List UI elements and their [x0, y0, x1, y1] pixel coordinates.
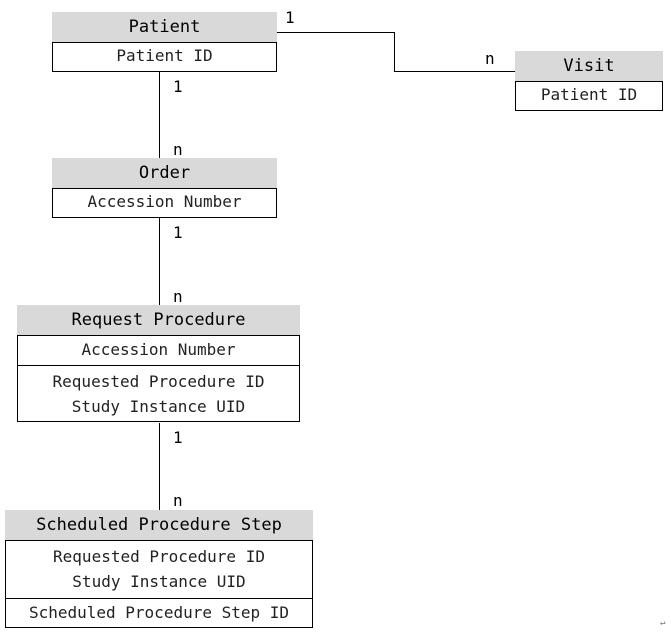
entity-name: Scheduled Procedure Step	[5, 510, 313, 540]
attribute: Study Instance UID	[72, 572, 246, 591]
entity-attributes: Accession Number	[52, 188, 277, 218]
attribute: Patient ID	[116, 46, 213, 65]
return-mark-icon: ↵	[660, 618, 666, 628]
cardinality-label: 1	[285, 8, 295, 27]
connector-patient-visit	[394, 71, 515, 72]
entity-attributes: Accession Number Requested Procedure ID …	[17, 335, 300, 422]
cardinality-label: n	[173, 140, 183, 159]
entity-name: Visit	[515, 51, 663, 81]
attribute: Study Instance UID	[71, 397, 246, 416]
cardinality-label: n	[485, 49, 495, 68]
entity-name: Order	[52, 158, 277, 188]
connector-patient-order	[159, 72, 160, 158]
attribute: Accession Number	[87, 192, 242, 211]
cardinality-label: n	[173, 491, 183, 510]
connector-order-request-procedure	[159, 218, 160, 305]
entity-name: Patient	[52, 12, 277, 42]
cardinality-label: 1	[173, 428, 183, 447]
attribute-row: Requested Procedure ID Study Instance UI…	[6, 541, 312, 598]
entity-name: Request Procedure	[17, 305, 300, 335]
entity-patient: Patient Patient ID	[52, 12, 277, 72]
cardinality-label: 1	[173, 223, 183, 242]
cardinality-label: 1	[173, 77, 183, 96]
entity-visit: Visit Patient ID	[515, 51, 663, 111]
entity-attributes: Patient ID	[52, 42, 277, 72]
entity-attributes: Patient ID	[515, 81, 663, 111]
connector-patient-visit	[394, 32, 395, 72]
attribute-row: Scheduled Procedure Step ID	[6, 598, 312, 627]
attribute: Accession Number	[81, 340, 236, 359]
attribute-row: Accession Number	[53, 189, 276, 217]
attribute-row: Requested Procedure ID Study Instance UI…	[18, 365, 299, 421]
attribute-row: Patient ID	[516, 82, 662, 110]
attribute: Requested Procedure ID	[52, 372, 265, 391]
attribute-row: Accession Number	[18, 336, 299, 365]
attribute-row: Patient ID	[53, 43, 276, 71]
attribute: Patient ID	[540, 85, 638, 104]
entity-request-procedure: Request Procedure Accession Number Reque…	[17, 305, 300, 422]
attribute: Scheduled Procedure Step ID	[28, 603, 290, 622]
connector-request-scheduled-step	[159, 423, 160, 510]
entity-scheduled-procedure-step: Scheduled Procedure Step Requested Proce…	[5, 510, 313, 628]
entity-attributes: Requested Procedure ID Study Instance UI…	[5, 540, 313, 628]
connector-patient-visit	[277, 32, 395, 33]
attribute: Requested Procedure ID	[53, 547, 265, 566]
cardinality-label: n	[173, 287, 183, 306]
entity-order: Order Accession Number	[52, 158, 277, 218]
